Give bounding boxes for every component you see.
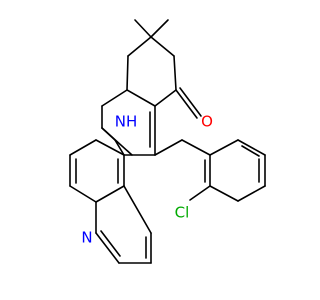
nh-label: NH [115,113,138,131]
oxygen-label: O [201,113,213,131]
cyclohexenone-ring [126,55,177,107]
carbonyl-group [175,87,202,119]
pyridine-ring [95,185,152,264]
nitrogen-label: N [81,229,92,247]
molecule-diagram: NH O N Cl [69,19,266,264]
chlorophenyl-ring [154,139,266,202]
benzo-ring [69,139,125,203]
chlorine-label: Cl [175,204,190,222]
dimethyl-group [127,19,175,57]
central-ring [101,89,156,156]
